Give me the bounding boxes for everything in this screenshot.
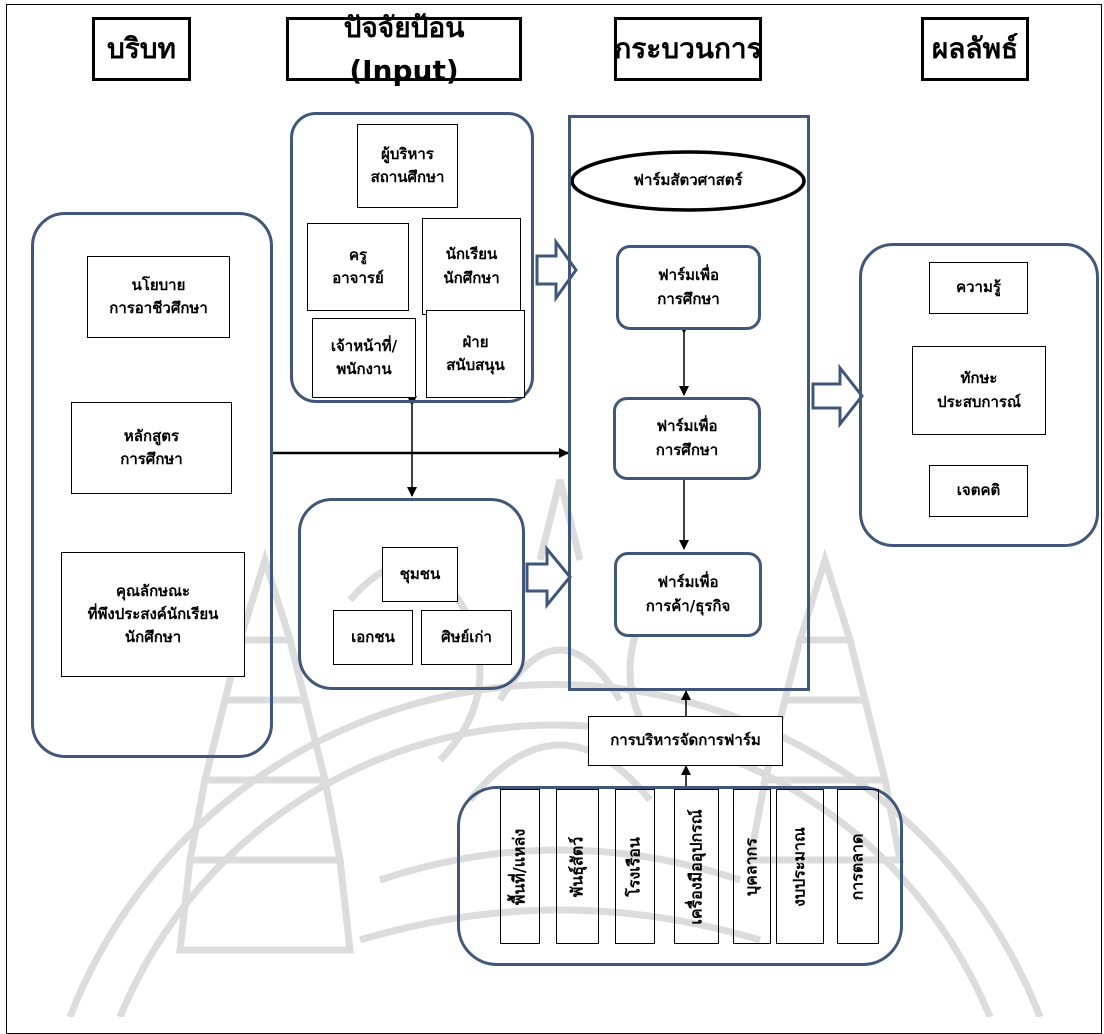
factor-label: เครื่องมืออุปกรณ์	[686, 808, 705, 925]
factor-label: การตลาด	[847, 833, 867, 900]
header-context: บริบท	[92, 17, 191, 81]
curriculum-box: หลักสูตร การศึกษา	[71, 402, 232, 494]
process-to-output-block-arrow	[811, 363, 864, 429]
output-panel	[859, 243, 1099, 547]
community-box: ชุมชน	[382, 547, 458, 602]
farm-education-2: ฟาร์มเพื่อ การศึกษา	[613, 397, 761, 480]
skills-box: ทักษะ ประสบการณ์	[912, 346, 1046, 435]
factor-marketing: การตลาด	[837, 789, 879, 944]
input-to-process-block-arrow	[535, 237, 578, 303]
header-output: ผลลัพธ์	[921, 17, 1029, 81]
policy-box: นโยบาย การอาชีวศึกษา	[87, 256, 230, 338]
staff-box: เจ้าหน้าที่/ พนักงาน	[312, 318, 416, 398]
factor-label: บุคลากร	[741, 837, 761, 896]
alumni-box: ศิษย์เก่า	[421, 610, 512, 665]
header-process: กระบวนการ	[614, 17, 762, 81]
farm-title-ellipse	[570, 150, 806, 212]
factor-label: งบประมาณ	[789, 826, 809, 907]
community-to-process-block-arrow	[525, 544, 572, 610]
factor-breed: พันธุ์สัตว์	[556, 789, 599, 944]
management-factors-panel	[457, 786, 903, 966]
header-input: ปัจจัยป้อน (Input)	[286, 11, 522, 87]
factor-personnel: บุคลากร	[733, 789, 771, 944]
farm-management-box: การบริหารจัดการฟาร์ม	[588, 716, 783, 766]
farm-title: ฟาร์มสัตวศาสตร์	[633, 171, 743, 190]
knowledge-box: ความรู้	[929, 262, 1028, 314]
factor-housing: โรงเรือน	[615, 789, 655, 944]
factor-equipment: เครื่องมืออุปกรณ์	[674, 789, 719, 944]
input-community-panel	[298, 498, 525, 690]
process-panel	[568, 115, 810, 691]
student-box: นักเรียน นักศึกษา	[422, 218, 521, 315]
teacher-box: ครู อาจารย์	[307, 223, 409, 311]
support-box: ฝ่าย สนับสนุน	[426, 310, 525, 398]
farm-business: ฟาร์มเพื่อ การค้า/ธุรกิจ	[614, 552, 762, 637]
factor-budget: งบประมาณ	[776, 789, 824, 944]
desired-traits-box: คุณลักษณะ ที่พึงประสงค์นักเรียน นักศึกษา	[61, 552, 245, 677]
factor-label: พันธุ์สัตว์	[567, 836, 586, 897]
private-sector-box: เอกชน	[333, 610, 413, 665]
input-people-panel	[290, 112, 534, 403]
factor-label: พื้นที่/แหล่ง	[509, 828, 529, 905]
attitude-box: เจตคติ	[929, 465, 1028, 517]
context-panel	[31, 212, 273, 758]
farm-education-1: ฟาร์มเพื่อ การศึกษา	[616, 245, 761, 330]
admin-box: ผู้บริหาร สถานศึกษา	[357, 124, 458, 208]
factor-area: พื้นที่/แหล่ง	[500, 789, 540, 944]
factor-label: โรงเรือน	[624, 836, 644, 897]
